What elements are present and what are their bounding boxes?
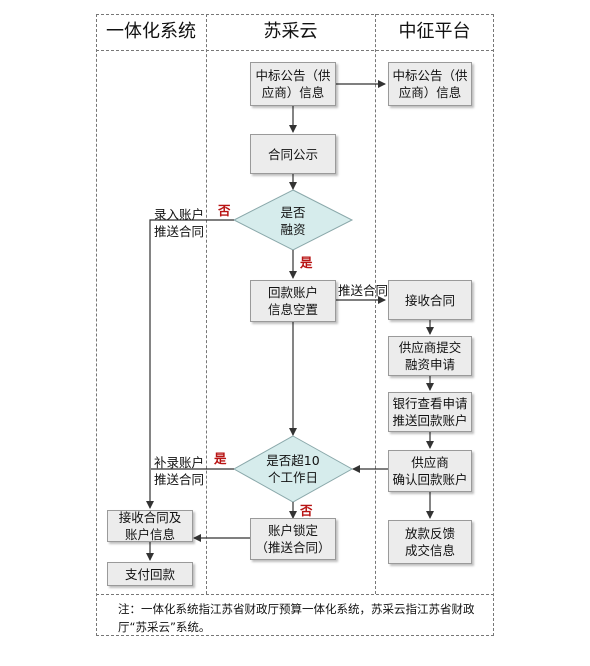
- footnote: 注：一体化系统指江苏省财政厅预算一体化系统，苏采云指江苏省财政厅“苏采云”系统。: [118, 602, 475, 634]
- box-receive-contract-account: 接收合同及 账户信息: [107, 510, 193, 542]
- lane-divider-right: [375, 14, 376, 594]
- box-supplier-submit: 供应商提交 融资申请: [388, 336, 472, 376]
- lane-header-divider: [96, 50, 494, 51]
- lane-title-integrated-system: 一体化系统: [106, 21, 196, 42]
- lane-title-zhongzheng: 中征平台: [398, 21, 471, 42]
- diamond-label-financing: 是否 融资: [280, 205, 306, 237]
- edge-label-decision-no: 否: [300, 503, 313, 518]
- box-contract-publicity: 合同公示: [250, 134, 336, 174]
- box-bid-notice-zhongzheng: 中标公告（供 应商）信息: [388, 62, 472, 106]
- lane-title-sucaiyun: 苏采云: [263, 21, 318, 42]
- edge-label-decision-yes: 是: [214, 451, 227, 466]
- edge-label-push-contract: 推送合同: [338, 283, 389, 298]
- box-supplier-confirm: 供应商 确认回款账户: [388, 450, 472, 492]
- edge-label-financing-yes: 是: [300, 255, 313, 270]
- box-receive-contract: 接收合同: [388, 280, 472, 320]
- box-bid-notice-sucaiyun: 中标公告（供 应商）信息: [250, 62, 336, 106]
- box-account-lock: 账户锁定 （推送合同）: [250, 518, 336, 560]
- edge-label-record-push: 录入账户 推送合同: [154, 207, 205, 239]
- box-pay-repayment: 支付回款: [107, 562, 193, 586]
- box-loan-feedback: 放款反馈 成交信息: [388, 520, 472, 564]
- note-divider: [96, 594, 494, 595]
- arrow-financing-no-path: [146, 219, 234, 509]
- edge-label-financing-no: 否: [218, 203, 231, 218]
- diamond-label-over-10-days: 是否超10 个工作日: [266, 453, 320, 485]
- box-bank-check: 银行查看申请 推送回款账户: [388, 392, 472, 432]
- lane-divider-left: [206, 14, 207, 594]
- box-repayment-account-blank: 回款账户 信息空置: [250, 280, 336, 322]
- swimlane-frame: [96, 14, 494, 636]
- edge-label-supplement-push: 补录账户 推送合同: [154, 455, 205, 487]
